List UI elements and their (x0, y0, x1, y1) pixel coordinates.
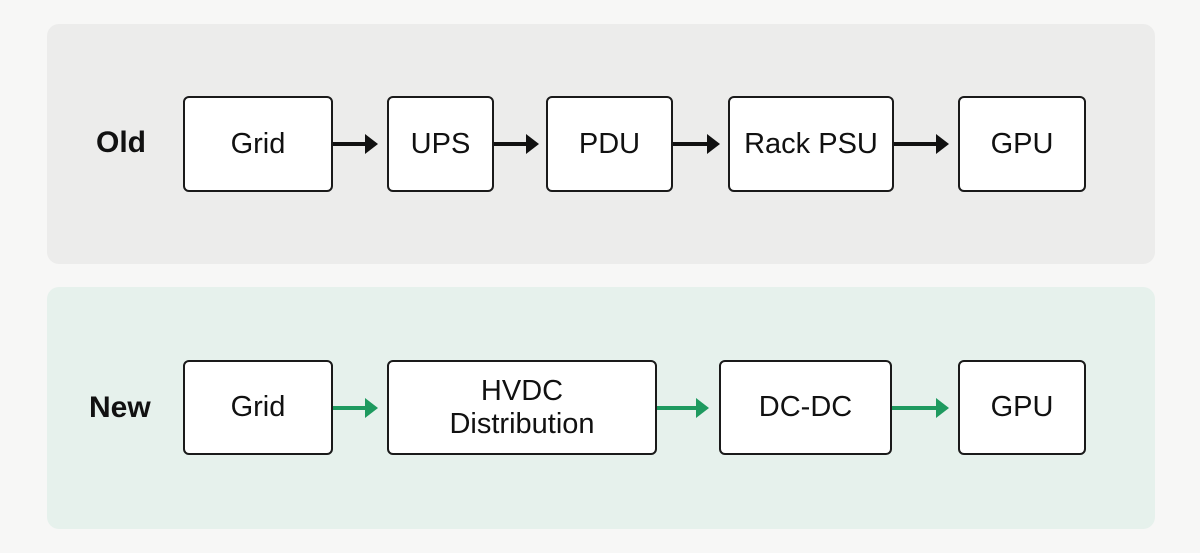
old-grid-box: Grid (183, 96, 333, 192)
new-gpu-box: GPU (958, 360, 1086, 455)
new-hvdc-distribution-box: HVDC Distribution (387, 360, 657, 455)
new-arrow-1 (333, 398, 378, 418)
old-rack-psu-box: Rack PSU (728, 96, 894, 192)
new-arrow-2 (657, 398, 709, 418)
new-dc-dc-box: DC-DC (719, 360, 892, 455)
old-pdu-box: PDU (546, 96, 673, 192)
old-gpu-box: GPU (958, 96, 1086, 192)
new-arrow-3 (892, 398, 949, 418)
new-grid-box: Grid (183, 360, 333, 455)
old-arrow-3 (673, 134, 720, 154)
old-arrow-2 (494, 134, 539, 154)
old-ups-box: UPS (387, 96, 494, 192)
old-arrow-4 (894, 134, 949, 154)
old-row-label: Old (96, 126, 146, 159)
new-row-label: New (89, 391, 151, 424)
old-arrow-1 (333, 134, 378, 154)
